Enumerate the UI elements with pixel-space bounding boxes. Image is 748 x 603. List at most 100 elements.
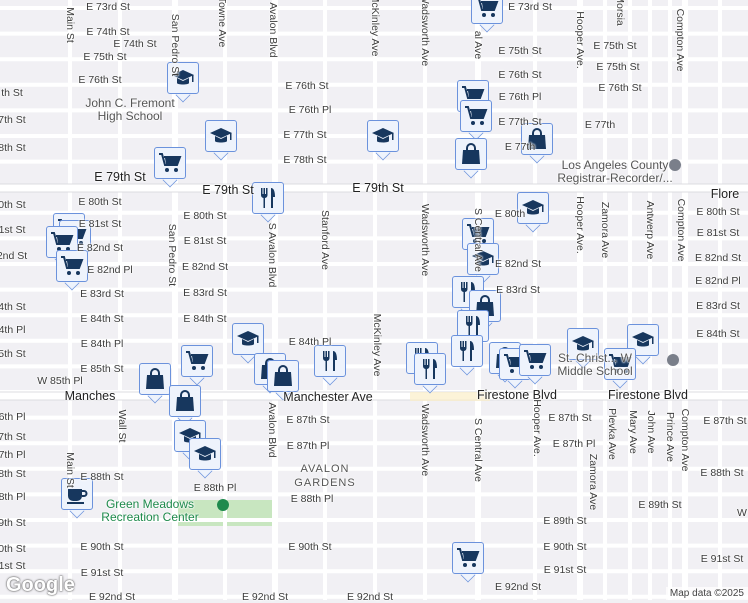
map-marker-cart[interactable] (56, 250, 88, 291)
map-marker-bag[interactable] (267, 360, 299, 401)
school-icon (236, 327, 260, 351)
marker-box (519, 344, 551, 376)
street-label: E 82nd St (181, 261, 229, 273)
street-label: 2nd St (0, 250, 28, 262)
map-marker-bag[interactable] (169, 385, 201, 426)
street-label: E 84th Pl (80, 338, 124, 350)
street-label: W 85th Pl (37, 375, 83, 387)
bag-icon (271, 364, 295, 388)
road-highlight (410, 392, 490, 401)
map-marker-cart[interactable] (154, 147, 186, 188)
street-label: E 80th St (78, 196, 122, 208)
map-marker-school[interactable] (205, 120, 237, 161)
map-marker-cart[interactable] (604, 348, 636, 389)
street-label: 7th Pl (0, 449, 26, 461)
map-marker-school[interactable] (517, 192, 549, 233)
avenue-label: Compton Ave (674, 8, 686, 72)
map-marker-bag[interactable] (139, 363, 171, 404)
street-label: 6th Pl (0, 411, 26, 423)
street-label: E 90th St (288, 541, 332, 553)
avenue-label: McKinley Ave (371, 313, 383, 377)
street-label: E 75th St (83, 51, 127, 63)
map-marker-bag[interactable] (455, 138, 487, 179)
street-label: E 75th St (498, 45, 542, 57)
map-marker-fork[interactable] (314, 345, 346, 386)
map-marker-school[interactable] (467, 243, 499, 284)
map-marker-coffee[interactable] (61, 478, 93, 519)
street-label: E 83rd St (183, 287, 227, 299)
cart-icon (185, 349, 209, 373)
map-marker-school[interactable] (189, 438, 221, 479)
avenue-label: Towne Ave (216, 0, 228, 48)
street-label: 7th St (0, 114, 26, 126)
map-marker-school[interactable] (167, 62, 199, 103)
street-label: E 76th Pl (288, 104, 332, 116)
avenue-label: al Ave (472, 30, 484, 60)
street-label: W (737, 507, 747, 519)
street-label: E 81st St (78, 218, 122, 230)
cart-icon (60, 254, 84, 278)
marker-box (139, 363, 171, 395)
marker-box (517, 192, 549, 224)
street-label: 8th St (0, 142, 26, 154)
avenue-label: Plevka Ave (606, 408, 618, 460)
marker-box (455, 138, 487, 170)
bag-icon (173, 389, 197, 413)
street-label: E 83rd St (80, 288, 124, 300)
map-marker-cart[interactable] (519, 344, 551, 385)
marker-box (314, 345, 346, 377)
park-pin-icon[interactable] (217, 499, 229, 511)
map-marker-school[interactable] (232, 323, 264, 364)
street-label: E 77th St (498, 116, 542, 128)
street-label: E 81st St (696, 227, 740, 239)
street-label: 0th St (0, 199, 26, 211)
registrar-label: Los Angeles County Registrar-Recorder/..… (557, 158, 673, 185)
map-marker-school[interactable] (567, 328, 599, 369)
avenue-label: Main St (64, 452, 76, 488)
map-marker-fork[interactable] (451, 335, 483, 376)
map-marker-cart[interactable] (181, 345, 213, 386)
street-label: 8th St (0, 468, 26, 480)
street-label: 8th Pl (0, 491, 26, 503)
map-marker-cart[interactable] (452, 542, 484, 583)
map-marker-cart[interactable] (460, 100, 492, 141)
fremont-label: John C. Fremont High School (85, 96, 175, 123)
street-label: E 76th St (78, 74, 122, 86)
avenue-label: S Avalon Blvd (266, 222, 278, 288)
avalon-gardens-label: AVALON GARDENS (294, 463, 356, 489)
marker-box (267, 360, 299, 392)
street-label: 0th St (0, 543, 26, 555)
street-label: E 87th St (286, 414, 330, 426)
map-marker-cart[interactable] (471, 0, 503, 33)
street-label: E 75th St (596, 61, 640, 73)
street-label: E 81st St (183, 235, 227, 247)
street-label: Firestone Blvd (608, 388, 688, 402)
avenue-label: San Pedro St (166, 223, 178, 287)
marker-box (451, 335, 483, 367)
avenue-label: Hooper Ave. (574, 11, 586, 69)
street-label: E 74th St (113, 38, 157, 50)
government-pin-icon[interactable] (669, 159, 681, 171)
map-attribution[interactable]: Map data ©2025 (665, 587, 748, 600)
street-label: E 77th St (283, 129, 327, 141)
avenue-label: Stanford Ave (319, 210, 331, 270)
map-marker-fork[interactable] (252, 182, 284, 223)
street-label: Manches (64, 389, 116, 403)
street-label: E 79th St (94, 170, 146, 184)
street-label: E 73rd St (508, 1, 552, 13)
street-label: E 77th (504, 141, 536, 153)
school-icon (209, 124, 233, 148)
map-marker-school[interactable] (367, 120, 399, 161)
street-label: E 78th St (283, 154, 327, 166)
marker-box (56, 250, 88, 282)
avenue-label: Prince Ave (664, 411, 676, 463)
street-label: E 91st St (543, 564, 587, 576)
school-pin-icon[interactable] (667, 354, 679, 366)
school-icon (371, 124, 395, 148)
cart-icon (158, 151, 182, 175)
avenue-label: Mary Ave (627, 410, 639, 454)
street-label: E 92nd St (494, 581, 542, 593)
map-marker-fork[interactable] (414, 353, 446, 394)
map-marker-bag[interactable] (521, 123, 553, 164)
